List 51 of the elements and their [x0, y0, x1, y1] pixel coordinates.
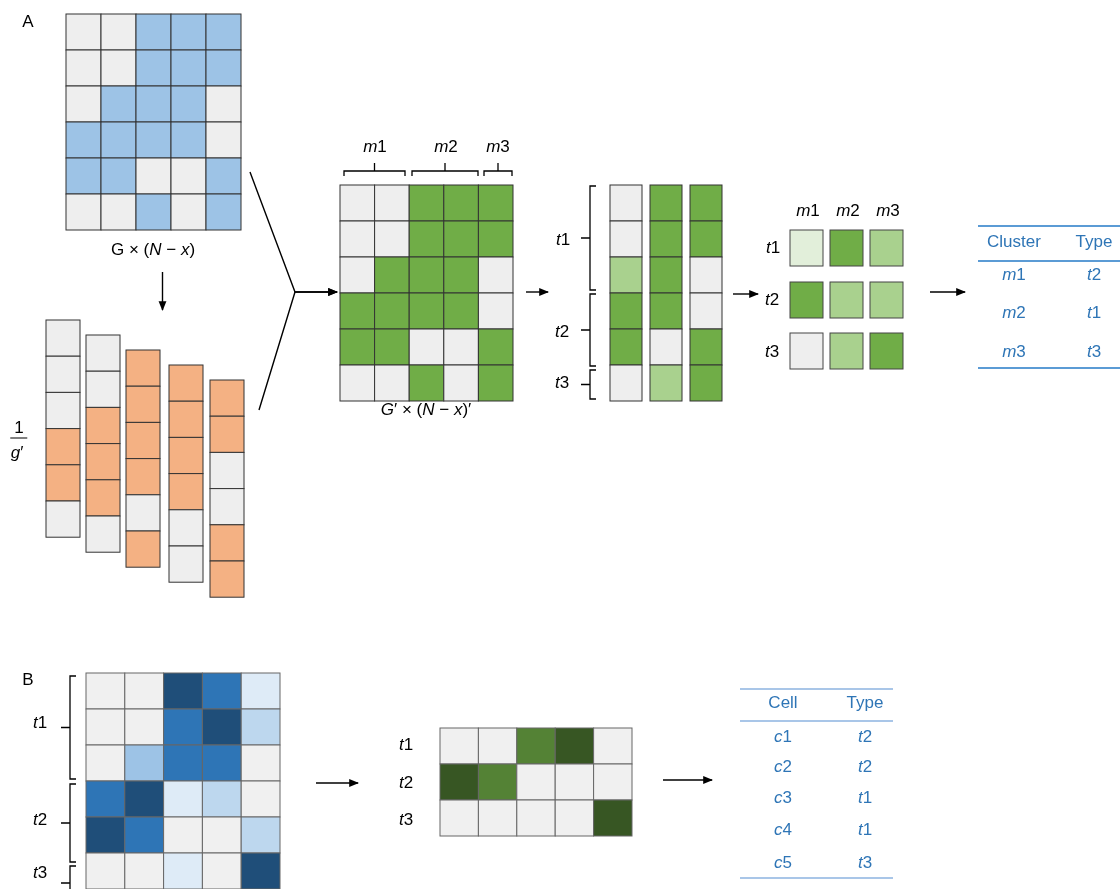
- group-label: t2: [398, 773, 414, 793]
- table-cell: m3: [1002, 342, 1026, 362]
- group-label: m3: [486, 137, 510, 157]
- matrix-caption: G × (N − x): [110, 240, 196, 260]
- table-cell: c4: [774, 820, 792, 840]
- group-label: t1: [32, 713, 48, 733]
- table-cell: t2: [857, 757, 873, 777]
- group-label: m1: [796, 201, 820, 221]
- arrow: [258, 288, 338, 411]
- arrow: [732, 290, 759, 298]
- arrow: [315, 779, 359, 787]
- group-label: m3: [876, 201, 900, 221]
- table-cell: t2: [1086, 265, 1102, 285]
- group-label: t3: [32, 863, 48, 883]
- table-cell: c2: [774, 757, 792, 777]
- panel-letter: A: [22, 12, 34, 32]
- table-cell: m1: [1002, 265, 1026, 285]
- table-header: Type: [846, 693, 884, 713]
- group-label: t1: [765, 238, 781, 258]
- table-cell: c3: [774, 788, 792, 808]
- group-label: t3: [398, 810, 414, 830]
- arrow: [158, 271, 167, 311]
- table-cell: t3: [857, 853, 873, 873]
- table-cell: t2: [857, 727, 873, 747]
- table-header: Type: [1075, 232, 1113, 252]
- panel-letter: B: [22, 670, 34, 690]
- group-label: m1: [363, 137, 387, 157]
- table-cell: t1: [1086, 303, 1102, 323]
- table-header: Cell: [768, 693, 798, 713]
- table-cell: c5: [774, 853, 792, 873]
- group-label: t3: [554, 373, 570, 393]
- table-cell: t3: [1086, 342, 1102, 362]
- table-header: Cluster: [987, 232, 1041, 252]
- arrow: [929, 288, 966, 296]
- group-label: t3: [764, 342, 780, 362]
- table-cell: m2: [1002, 303, 1026, 323]
- group-label: t1: [398, 735, 414, 755]
- group-label: t2: [764, 290, 780, 310]
- group-label: t1: [555, 230, 571, 250]
- fraction-denominator: g′: [10, 443, 24, 463]
- matrix-caption: G′ × (N − x)′: [380, 400, 472, 420]
- arrow: [525, 288, 549, 296]
- arrow: [662, 776, 713, 784]
- table-cell: c1: [774, 727, 792, 747]
- group-label: m2: [434, 137, 458, 157]
- table-cell: t1: [857, 820, 873, 840]
- fraction-numerator: 1: [10, 417, 28, 439]
- group-label: m2: [836, 201, 860, 221]
- table-cell: t1: [857, 788, 873, 808]
- group-label: t2: [32, 810, 48, 830]
- group-label: t2: [554, 322, 570, 342]
